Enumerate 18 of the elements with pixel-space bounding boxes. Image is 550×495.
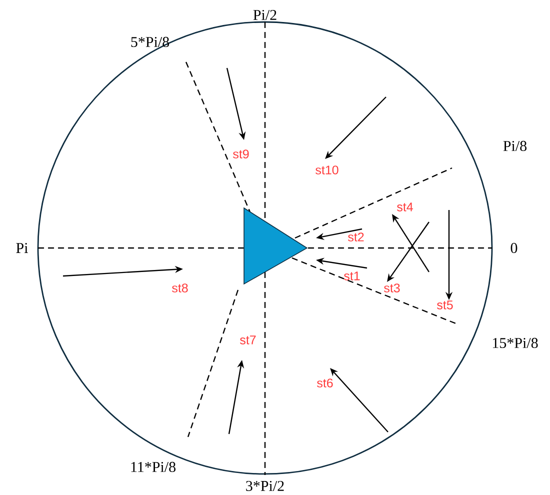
state-label: st3 [384,284,400,292]
state-label: st8 [172,284,188,292]
state-label: st10 [316,166,338,174]
angle-label: 3*Pi/2 [246,480,284,492]
angle-label: Pi/8 [503,140,527,152]
angle-label: 0 [510,242,518,254]
state-label: st1 [344,272,360,280]
state-label: st4 [397,202,413,212]
angle-label: Pi [16,243,28,253]
state-label: st2 [348,232,364,242]
angle-label: 5*Pi/8 [131,36,170,48]
angle-label: 15*Pi/8 [492,338,538,348]
state-label: st5 [437,300,453,310]
state-label: st7 [240,336,256,344]
angle-label: Pi/2 [253,10,276,20]
angle-label: 11*Pi/8 [131,462,176,472]
state-label: st6 [317,378,333,388]
state-label: st9 [233,150,249,158]
